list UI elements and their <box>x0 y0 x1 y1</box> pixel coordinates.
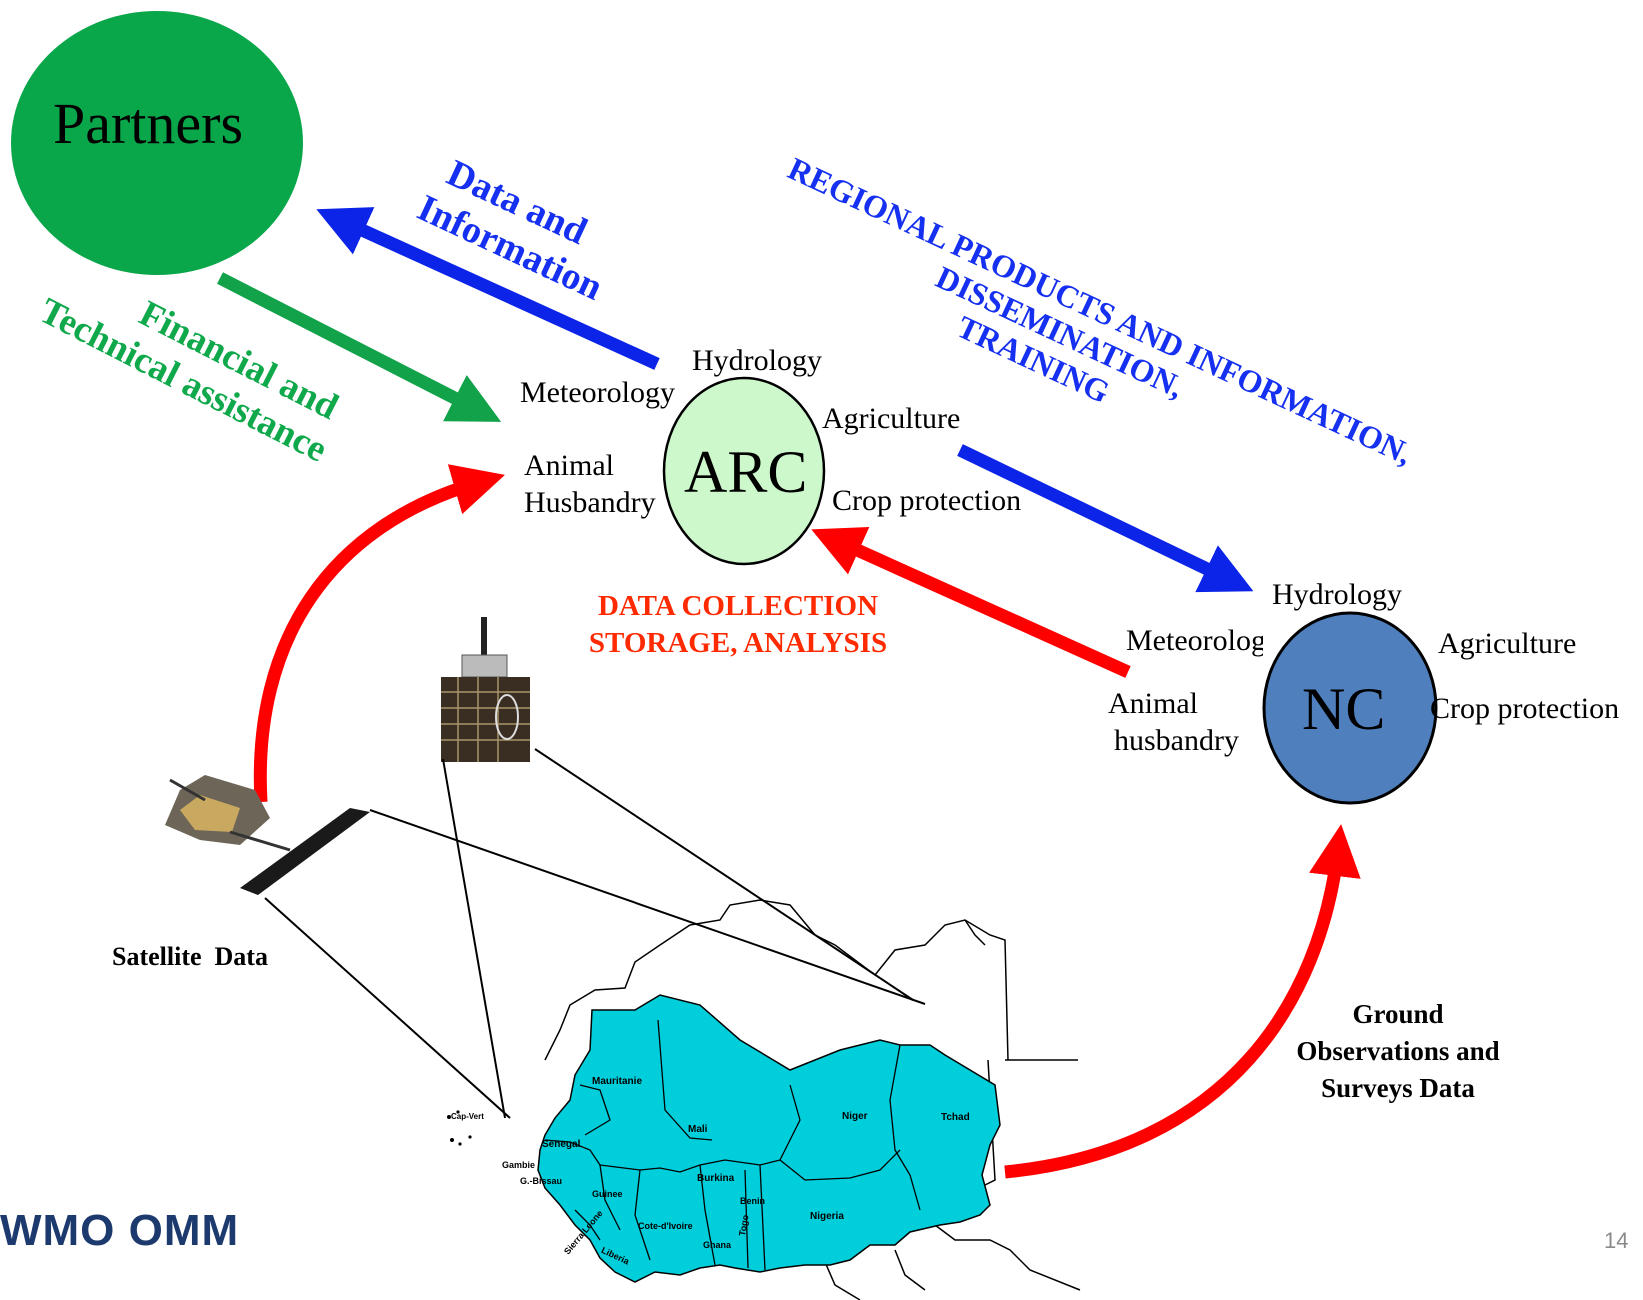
satellite-image-1 <box>165 775 370 895</box>
data-information-arrow <box>316 207 660 370</box>
arc-agriculture-label: Agriculture <box>822 402 961 435</box>
west-africa-map <box>537 994 1001 1283</box>
map-label-niger: Niger <box>842 1111 868 1122</box>
map-label-mauritanie: Mauritanie <box>592 1076 643 1087</box>
regional-products-arrow <box>957 444 1254 593</box>
nc-animal-husbandry-label: Animal husbandry <box>1108 685 1239 759</box>
nc-label: NC <box>1302 676 1386 742</box>
satellite-sightlines <box>264 748 926 1119</box>
nc-meteorology-label: Meteorology <box>1126 624 1263 658</box>
nc-circle <box>1262 611 1438 805</box>
map-label-gambie: Gambie <box>502 1160 536 1170</box>
arc-animal-husbandry-label: Animal Husbandry <box>524 447 656 521</box>
map-label-mali: Mali <box>688 1124 708 1135</box>
map-label-guinee: Guinee <box>592 1189 623 1199</box>
satellite-image-2 <box>441 617 530 762</box>
nc-animal-line-1: Animal <box>1108 687 1198 720</box>
nc-hydrology-label: Hydrology <box>1272 578 1402 611</box>
map-label-benin: Benin <box>740 1196 766 1206</box>
arc-meteorology-label: Meteorology <box>520 376 675 409</box>
ground-to-nc-arrow <box>1004 824 1361 1179</box>
ground-line-1: Ground <box>1352 999 1444 1029</box>
nc-animal-line-2: husbandry <box>1114 724 1239 757</box>
nc-agriculture-label: Agriculture <box>1438 627 1577 660</box>
arc-animal-line-2: Husbandry <box>524 486 656 519</box>
arc-process-line-2: STORAGE, ANALYSIS <box>588 627 888 659</box>
map-label-cap-vert: Cap-Vert <box>451 1112 484 1121</box>
partners-circle <box>11 11 303 275</box>
arc-crop-protection-label: Crop protection <box>832 484 1022 517</box>
arc-hydrology-label: Hydrology <box>692 344 822 377</box>
financial-assistance-arrow <box>217 272 502 422</box>
map-label-gbissau: G.-Bissau <box>520 1176 563 1186</box>
map-region-fill <box>537 994 1001 1283</box>
map-internal-borders <box>544 1019 921 1271</box>
ground-data-label: Ground Observations and Surveys Data <box>1248 996 1548 1107</box>
arc-process-label: DATA COLLECTION STORAGE, ANALYSIS <box>568 588 908 662</box>
arc-circle <box>662 376 826 566</box>
map-label-senegal: Senegal <box>542 1139 581 1150</box>
map-label-burkina: Burkina <box>697 1173 735 1184</box>
ground-line-3: Surveys Data <box>1321 1073 1475 1103</box>
map-label-nigeria: Nigeria <box>810 1211 844 1222</box>
nc-crop-protection-label: Crop protection <box>1430 692 1620 725</box>
nc-to-arc-arrow <box>811 526 1131 678</box>
nc-meteorology-text: Meteorology <box>1126 624 1263 657</box>
arc-animal-line-1: Animal <box>524 449 614 482</box>
ground-line-2: Observations and <box>1296 1036 1500 1066</box>
partners-label: Partners <box>53 91 244 156</box>
arc-label: ARC <box>684 439 808 505</box>
map-label-tchad: Tchad <box>941 1112 970 1123</box>
page-number: 14 <box>1604 1228 1629 1253</box>
map-label-ghana: Ghana <box>703 1240 732 1250</box>
satellite-to-arc-arrow <box>253 464 505 803</box>
map-background-borders <box>544 899 1081 1300</box>
wmo-logo: WMO OMM <box>0 1206 240 1255</box>
arc-process-line-1: DATA COLLECTION <box>597 590 879 622</box>
cap-vert-islands <box>447 1110 472 1146</box>
satellite-data-label: Satellite Data <box>112 942 268 971</box>
map-label-cote-divoire: Cote-d'Ivoire <box>638 1221 693 1231</box>
